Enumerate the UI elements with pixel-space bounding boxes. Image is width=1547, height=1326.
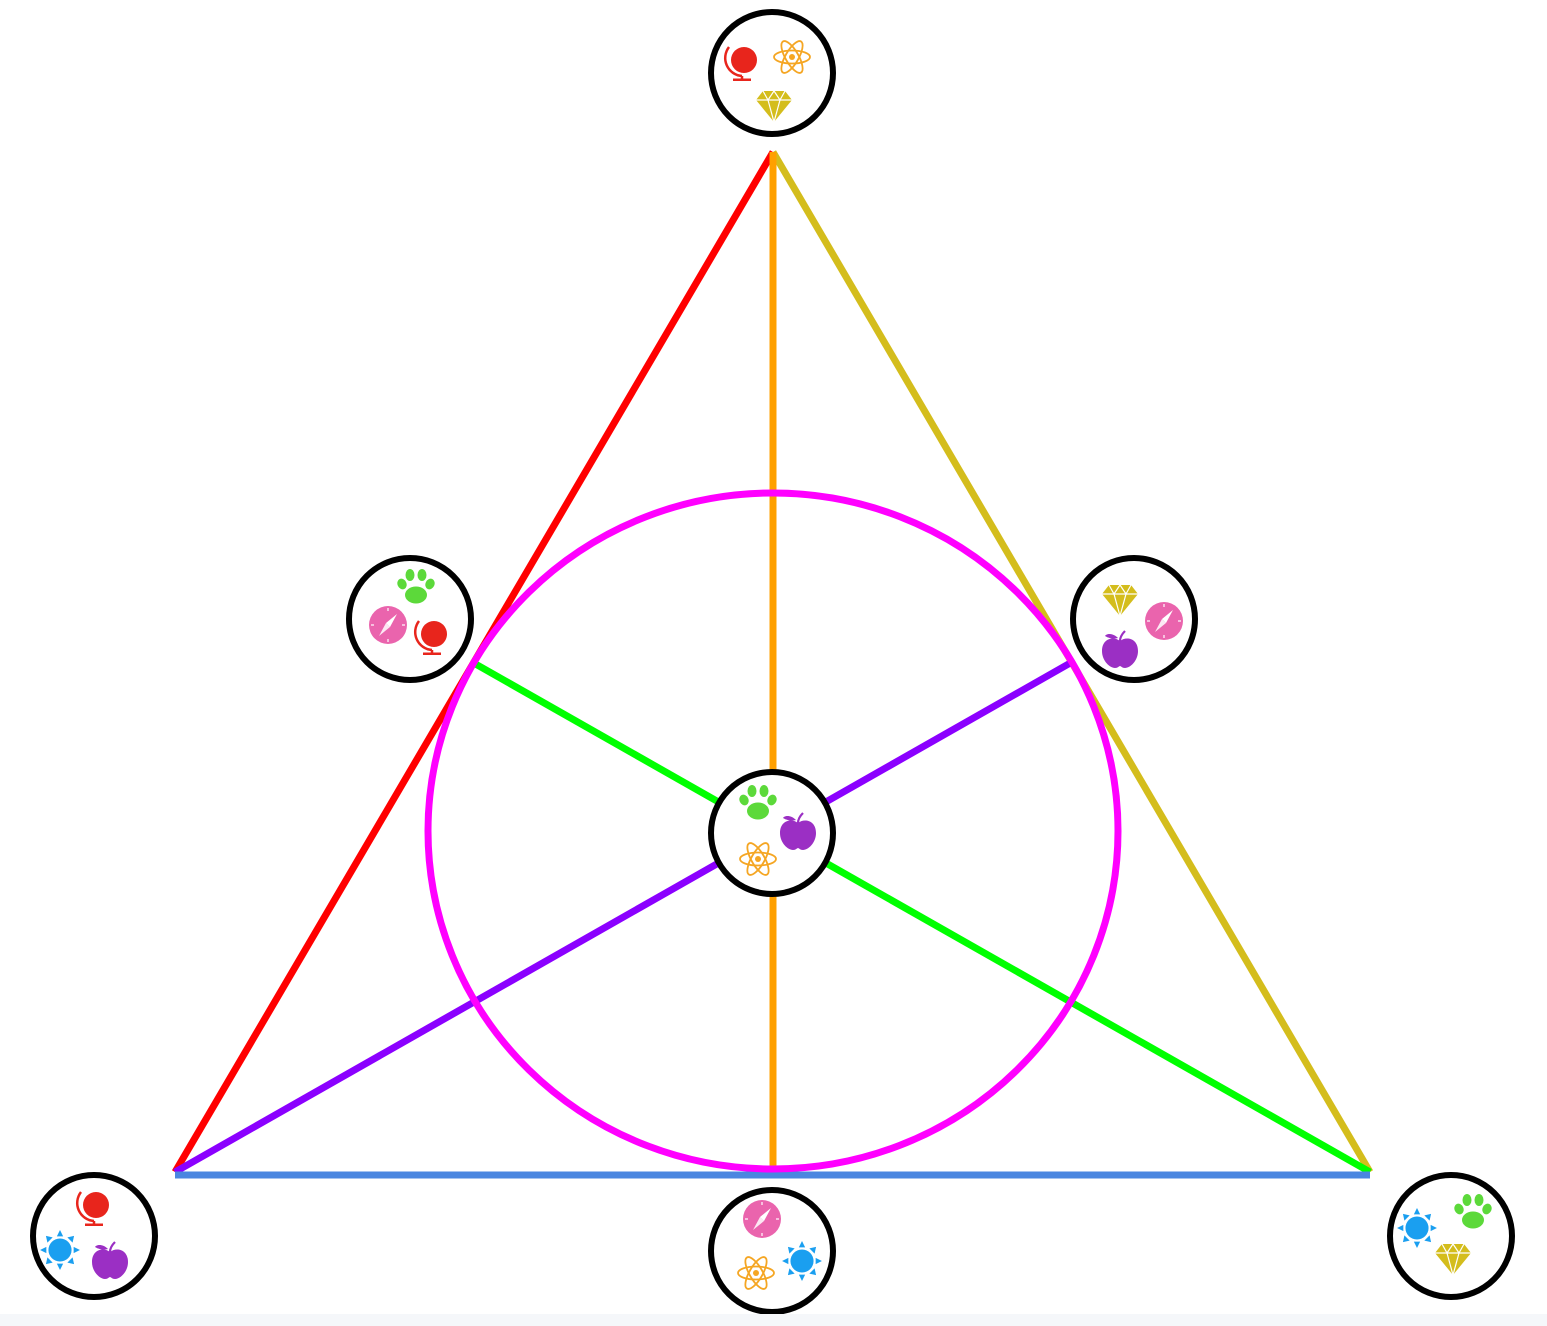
sun-icon	[40, 1230, 80, 1270]
compass-icon	[368, 605, 408, 645]
node-circle	[1387, 1172, 1515, 1300]
node-circle	[708, 1187, 836, 1315]
compass-icon	[1144, 601, 1184, 641]
line-green-diag	[470, 658, 1372, 1176]
sun-icon	[1397, 1208, 1437, 1248]
node-bottom-left	[30, 1172, 158, 1300]
node-center	[708, 769, 836, 897]
incircle-line	[424, 489, 1122, 1173]
node-bottom-center	[708, 1187, 836, 1315]
diagram-nodes	[30, 9, 1515, 1315]
node-bottom-right	[1387, 1172, 1515, 1300]
diagram-lines	[171, 150, 1374, 1179]
sun-icon	[782, 1241, 822, 1281]
node-mid-right	[1070, 555, 1198, 683]
compass-icon	[742, 1199, 782, 1239]
node-top	[708, 9, 836, 137]
bottom-edge-strip	[0, 1314, 1547, 1326]
node-circle	[346, 555, 474, 683]
line-purple-diag	[173, 658, 1074, 1176]
node-mid-left	[346, 555, 474, 683]
